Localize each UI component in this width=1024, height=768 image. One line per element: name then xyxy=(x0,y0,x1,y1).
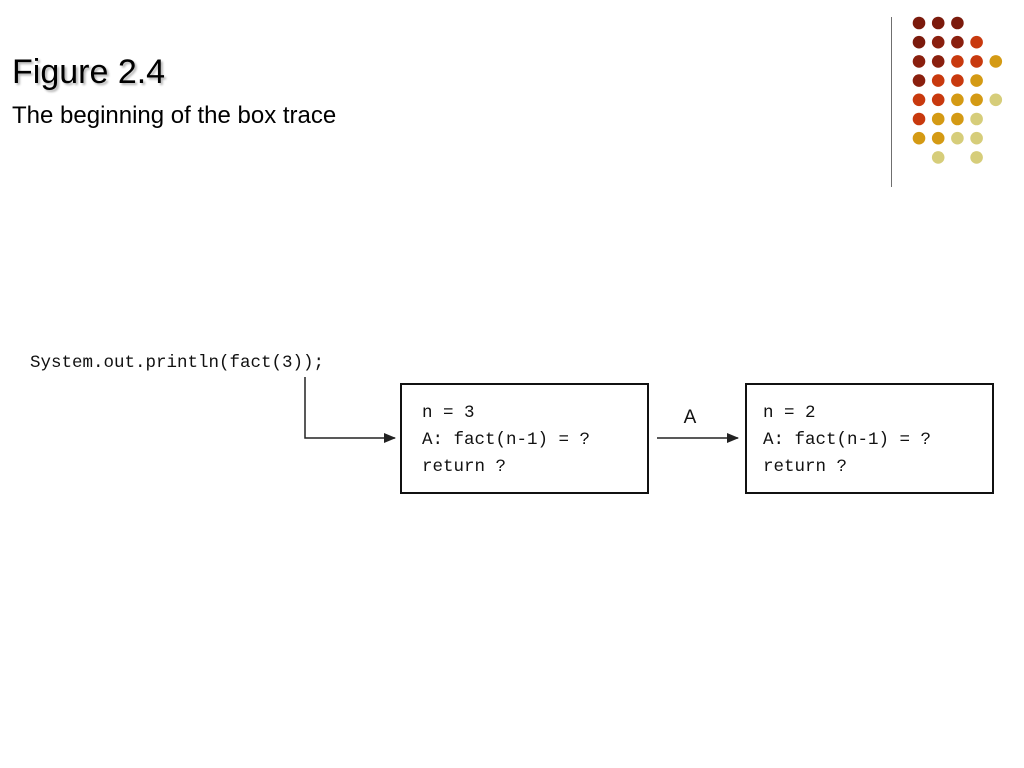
box-1-line-3: return ? xyxy=(422,457,506,477)
slide-subtitle: The beginning of the box trace xyxy=(12,102,337,129)
decorative-dot xyxy=(970,131,983,145)
decorative-dot xyxy=(912,93,926,107)
decorative-dot xyxy=(989,93,1003,107)
decorative-dot xyxy=(951,55,964,68)
decorative-dot xyxy=(970,74,983,87)
call-statement: System.out.println(fact(3)); xyxy=(30,353,324,373)
decorative-dot xyxy=(951,74,964,87)
decorative-dot xyxy=(931,55,945,68)
decorative-dot xyxy=(970,55,983,68)
decorative-dot xyxy=(951,35,964,49)
decorative-dot xyxy=(970,35,983,49)
box-1-line-1: n = 3 xyxy=(422,403,475,423)
decorative-dot xyxy=(951,131,964,145)
decorative-dot xyxy=(931,131,945,145)
decorative-dot xyxy=(912,16,926,30)
decorative-dot xyxy=(970,151,983,164)
activation-box-1: n = 3 A: fact(n-1) = ? return ? xyxy=(400,383,649,494)
decorative-dot-grid xyxy=(912,16,1003,164)
decorative-dot xyxy=(951,93,964,107)
decorative-dot xyxy=(912,112,926,126)
decorative-dot xyxy=(989,55,1003,68)
decorative-dot xyxy=(931,74,945,87)
decorative-dot xyxy=(931,16,945,30)
decorative-dot xyxy=(951,16,964,30)
slide-title: Figure 2.4 xyxy=(12,53,166,91)
box-2-line-1: n = 2 xyxy=(763,403,816,423)
box-2-line-3: return ? xyxy=(763,457,847,477)
vertical-divider xyxy=(891,17,892,187)
decorative-dot xyxy=(912,131,926,145)
box-1-line-2: A: fact(n-1) = ? xyxy=(422,430,590,450)
decorative-dot xyxy=(931,151,945,164)
box-2-line-2: A: fact(n-1) = ? xyxy=(763,430,931,450)
activation-box-2: n = 2 A: fact(n-1) = ? return ? xyxy=(745,383,994,494)
decorative-dot xyxy=(912,55,926,68)
decorative-dot xyxy=(970,112,983,126)
call-arrow xyxy=(304,377,396,443)
decorative-dot xyxy=(931,93,945,107)
decorative-dot xyxy=(931,35,945,49)
decorative-dot xyxy=(951,112,964,126)
decorative-dot xyxy=(970,93,983,107)
decorative-dot xyxy=(931,112,945,126)
decorative-dot xyxy=(912,74,926,87)
arrow-label: A xyxy=(684,407,697,428)
decorative-dot xyxy=(912,35,926,49)
